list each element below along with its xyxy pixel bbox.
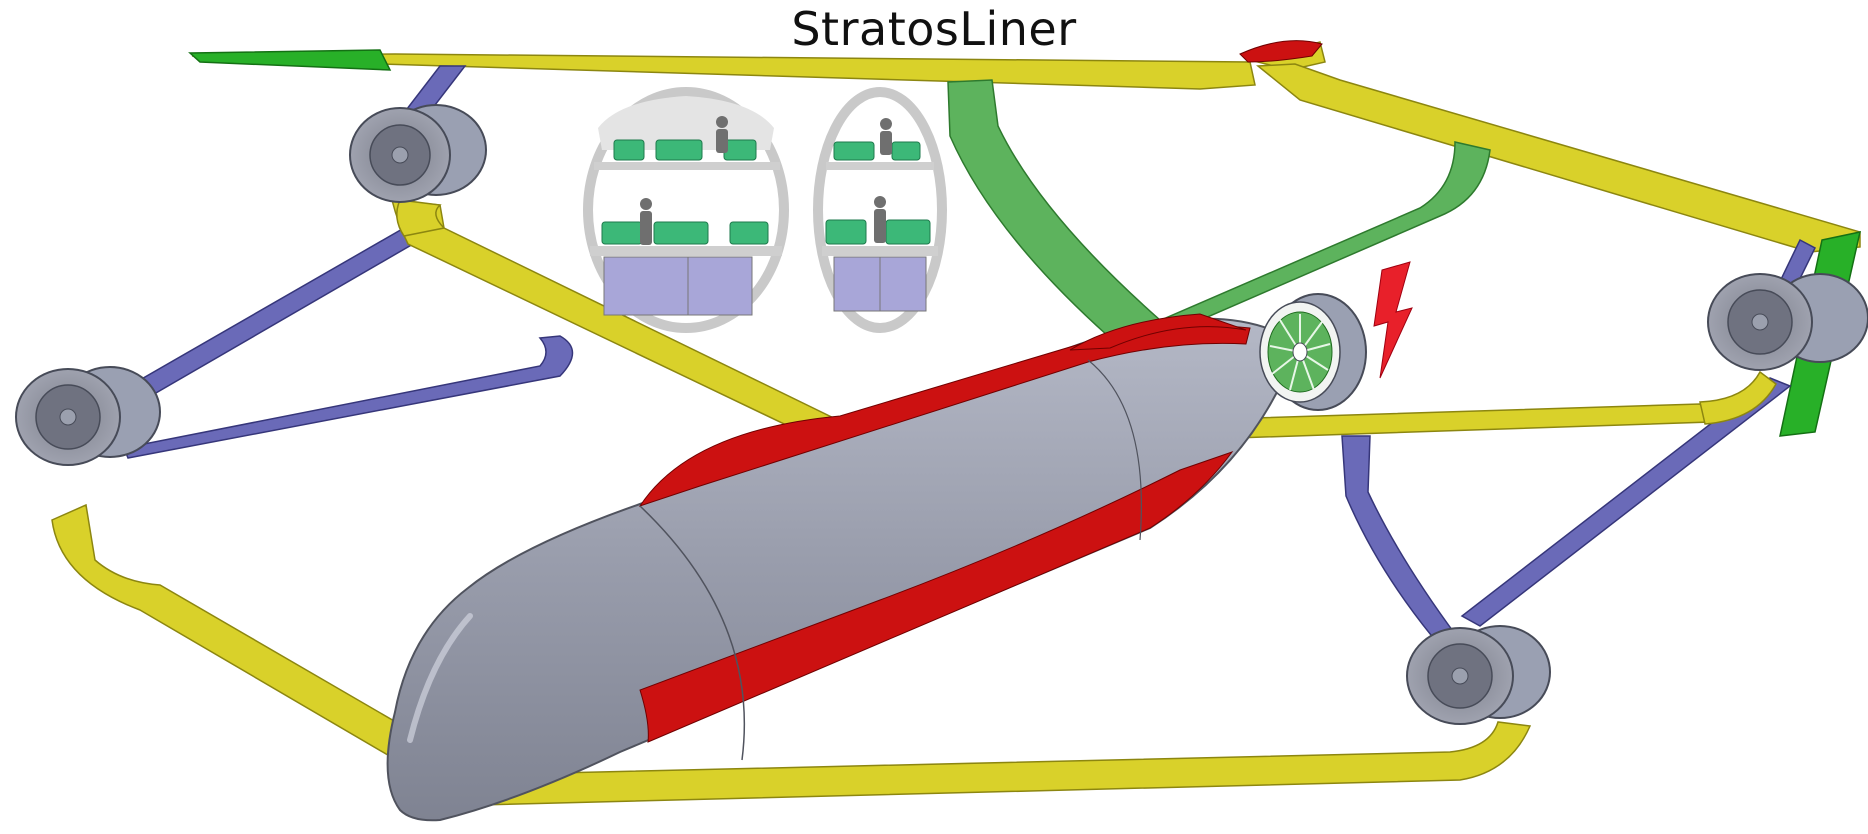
diagram-title: StratosLiner [791,2,1077,56]
cabin-section-double-deck [583,87,789,333]
lightning-bolt-icon [1373,261,1413,379]
upper-wing-left-tip [188,49,392,71]
upper-wing-top-tip [1239,40,1323,63]
engine-lower-right [1406,625,1551,725]
engine-upper-left [349,104,487,203]
cabin-section-single-deck [813,87,947,333]
engine-left [15,366,161,466]
fuselage [386,313,1290,822]
engine-right [1707,273,1868,371]
electric-fan-icon [1259,293,1367,411]
